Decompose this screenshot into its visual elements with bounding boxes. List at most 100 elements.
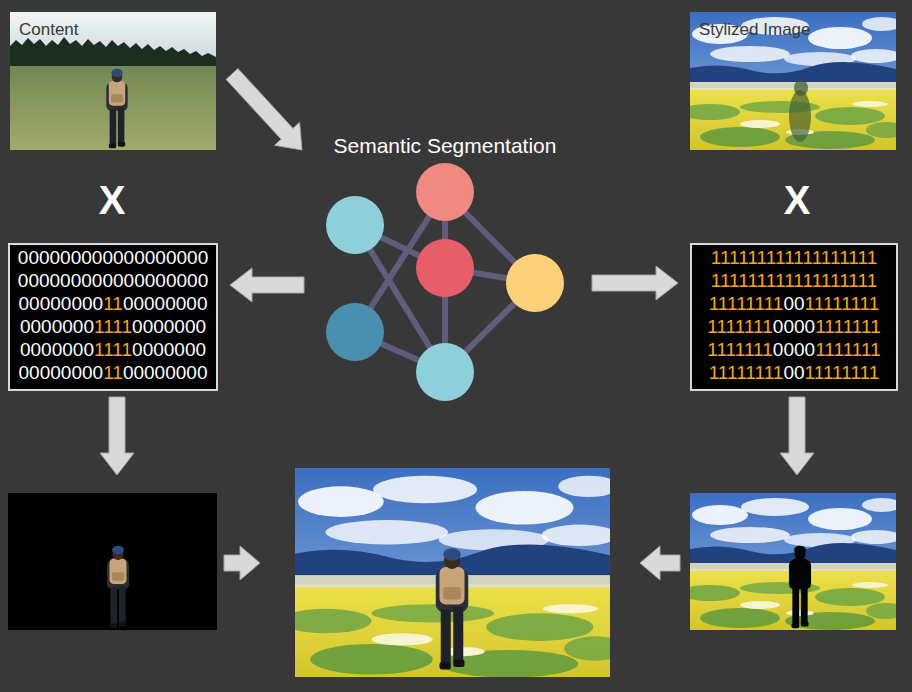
matrix-digit: 1 <box>834 316 843 337</box>
matrix-digit: 0 <box>41 316 52 337</box>
matrix-digit: 1 <box>852 339 861 360</box>
matrix-digit: 1 <box>718 293 727 314</box>
matrix-digit: 1 <box>112 316 121 337</box>
matrix-digit: 1 <box>727 293 736 314</box>
matrix-digit: 0 <box>93 293 104 314</box>
matrix-digit: 0 <box>50 362 61 383</box>
matrix-digit: 1 <box>753 316 762 337</box>
matrix-digit: 1 <box>736 293 745 314</box>
matrix-digit: 0 <box>176 293 187 314</box>
matrix-digit: 0 <box>794 316 805 337</box>
matrix-digit: 1 <box>764 362 773 383</box>
matrix-digit: 1 <box>784 247 793 268</box>
matrix-digit: 0 <box>176 247 187 268</box>
matrix-digit: 0 <box>143 316 154 337</box>
matrix-digit: 0 <box>40 362 51 383</box>
matrix-digit: 1 <box>773 362 784 383</box>
matrix-digit: 0 <box>20 339 31 360</box>
photo-grass <box>10 58 216 150</box>
network-neuron <box>416 163 474 221</box>
matrix-digit: 0 <box>28 247 39 268</box>
matrix-digit: 0 <box>133 293 144 314</box>
matrix-digit: 0 <box>185 339 196 360</box>
network-neuron <box>416 239 474 297</box>
masked-stylized-photo <box>690 493 896 630</box>
black-mask-ground <box>8 493 217 630</box>
matrix-digit: 1 <box>103 316 112 337</box>
matrix-digit: 0 <box>132 339 143 360</box>
matrix-digit: 1 <box>867 247 878 268</box>
hiker-figure <box>106 69 127 149</box>
matrix-digit: 0 <box>113 270 124 291</box>
matrix-digit: 1 <box>861 339 870 360</box>
matrix-digit: 0 <box>155 362 166 383</box>
matrix-digit: 1 <box>784 270 793 291</box>
block-arrow <box>100 397 134 475</box>
matrix-digit: 0 <box>783 293 794 314</box>
stylized-scene <box>295 468 610 677</box>
matrix-digit: 0 <box>176 270 187 291</box>
matrix-digit: 1 <box>823 362 832 383</box>
matrix-digit: 0 <box>39 247 50 268</box>
matrix-digit: 0 <box>166 270 177 291</box>
matrix-digit: 1 <box>735 339 744 360</box>
matrix-digit: 0 <box>145 270 156 291</box>
multiply-sign: X <box>784 178 811 222</box>
matrix-digit: 0 <box>20 316 31 337</box>
matrix-digit: 1 <box>860 362 869 383</box>
matrix-digit: 0 <box>174 339 185 360</box>
matrix-digit: 0 <box>71 362 82 383</box>
matrix-digit: 0 <box>166 247 177 268</box>
matrix-digit: 0 <box>52 339 63 360</box>
matrix-digit: 1 <box>745 362 754 383</box>
matrix-digit: 0 <box>165 293 176 314</box>
matrix-digit: 0 <box>174 316 185 337</box>
matrix-digit: 0 <box>187 247 198 268</box>
matrix-digit: 1 <box>850 362 859 383</box>
matrix-digit: 0 <box>155 270 166 291</box>
matrix-digit: 0 <box>60 247 71 268</box>
matrix-digit: 1 <box>814 362 823 383</box>
matrix-values: 111111111111111111 111111111111111111 11… <box>697 246 891 384</box>
panel-title: Content <box>10 12 224 40</box>
block-arrow <box>224 546 260 580</box>
matrix-digit: 0 <box>186 362 197 383</box>
matrix-digit: 1 <box>843 339 852 360</box>
matrix-digit: 1 <box>747 270 756 291</box>
matrix-digit: 0 <box>73 316 84 337</box>
matrix-digit: 1 <box>821 247 830 268</box>
matrix-digit: 0 <box>144 362 155 383</box>
matrix-digit: 1 <box>766 270 775 291</box>
matrix-digit: 0 <box>30 339 41 360</box>
matrix-digit: 0 <box>794 293 805 314</box>
matrix-digit: 1 <box>841 362 850 383</box>
matrix-digit: 0 <box>62 339 73 360</box>
matrix-digit: 0 <box>102 270 113 291</box>
matrix-digit: 1 <box>711 270 720 291</box>
matrix-digit: 1 <box>121 339 132 360</box>
matrix-digit: 0 <box>164 316 175 337</box>
matrix-digit: 0 <box>805 339 816 360</box>
result-photo <box>295 468 610 677</box>
matrix-digit: 0 <box>197 362 208 383</box>
network-title: Semantic Segmentation <box>308 133 582 159</box>
block-arrow-connector <box>592 266 678 300</box>
matrix-digit: 0 <box>155 247 166 268</box>
matrix-digit: 1 <box>830 270 839 291</box>
matrix-digit: 1 <box>745 293 754 314</box>
matrix-digit: 0 <box>82 362 93 383</box>
matrix-digit: 0 <box>29 293 40 314</box>
content-photo-panel: Content <box>10 12 224 150</box>
matrix-digit: 0 <box>773 339 784 360</box>
matrix-digit: 0 <box>50 293 61 314</box>
matrix-digit: 1 <box>775 270 784 291</box>
matrix-digit: 0 <box>30 316 41 337</box>
matrix-digit: 1 <box>716 316 725 337</box>
matrix-digit: 0 <box>134 270 145 291</box>
block-arrow-connector <box>226 69 302 150</box>
matrix-digit: 0 <box>19 293 30 314</box>
matrix-digit: 1 <box>802 270 811 291</box>
matrix-digit: 1 <box>112 339 121 360</box>
stylized-scene <box>690 493 896 630</box>
network-neuron <box>416 343 474 401</box>
